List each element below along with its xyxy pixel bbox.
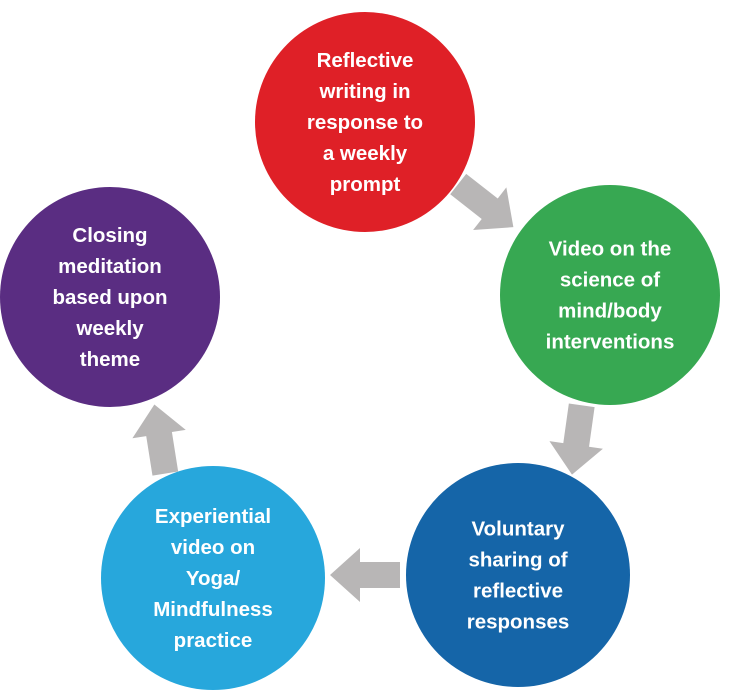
node-label-line: writing in	[318, 80, 410, 103]
node-label-line: Yoga/	[186, 567, 241, 590]
node-label-line: Experiential	[155, 505, 271, 528]
node-label-line: video on	[171, 536, 255, 559]
node-label-line: mind/body	[558, 300, 662, 323]
node-circle	[500, 185, 720, 405]
node-label-line: a weekly	[323, 142, 408, 165]
node-reflective-writing: Reflective writing in response to a weekly p…	[255, 12, 475, 232]
node-label-line: Closing	[72, 224, 147, 247]
node-label-line: Mindfulness	[153, 598, 273, 621]
node-circle	[0, 187, 220, 407]
node-circle	[101, 466, 325, 690]
node-circle	[406, 463, 630, 687]
node-label-line: Voluntary	[471, 518, 565, 541]
node-label-line: Reflective	[317, 49, 414, 72]
flow-arrow-2	[549, 403, 603, 475]
flow-arrow-3	[330, 548, 400, 602]
flow-arrow-1	[450, 173, 514, 230]
node-closing-meditation: Closing meditation based upon weekly theme	[0, 187, 220, 407]
arrows-layer	[132, 173, 603, 602]
node-voluntary-sharing: Voluntary sharing of reflective responses	[406, 463, 630, 687]
node-label-line: based upon	[52, 286, 167, 309]
node-label-line: responses	[467, 611, 570, 634]
nodes-layer: Reflective writing in response to a weekly p…	[0, 12, 720, 690]
node-label-line: Video on the	[549, 238, 672, 261]
node-label-line: prompt	[330, 173, 401, 196]
arrow-shape	[549, 403, 603, 475]
arrow-shape	[450, 173, 514, 230]
arrow-shape	[330, 548, 400, 602]
flow-arrow-4	[132, 404, 186, 476]
node-circle	[255, 12, 475, 232]
node-label-line: sharing of	[468, 549, 567, 572]
node-label-line: theme	[80, 348, 140, 371]
node-label-line: meditation	[58, 255, 162, 278]
node-experiential-video: Experiential video on Yoga/Mindfulness prac…	[101, 466, 325, 690]
arrow-shape	[132, 404, 186, 476]
node-label-line: practice	[174, 629, 253, 652]
node-label-line: interventions	[546, 331, 675, 354]
node-label-line: science of	[560, 269, 660, 292]
node-label-line: reflective	[473, 580, 563, 603]
node-science-video: Video on the science of mind/body intervent…	[500, 185, 720, 405]
node-label-line: response to	[307, 111, 423, 134]
node-label-line: weekly	[75, 317, 144, 340]
